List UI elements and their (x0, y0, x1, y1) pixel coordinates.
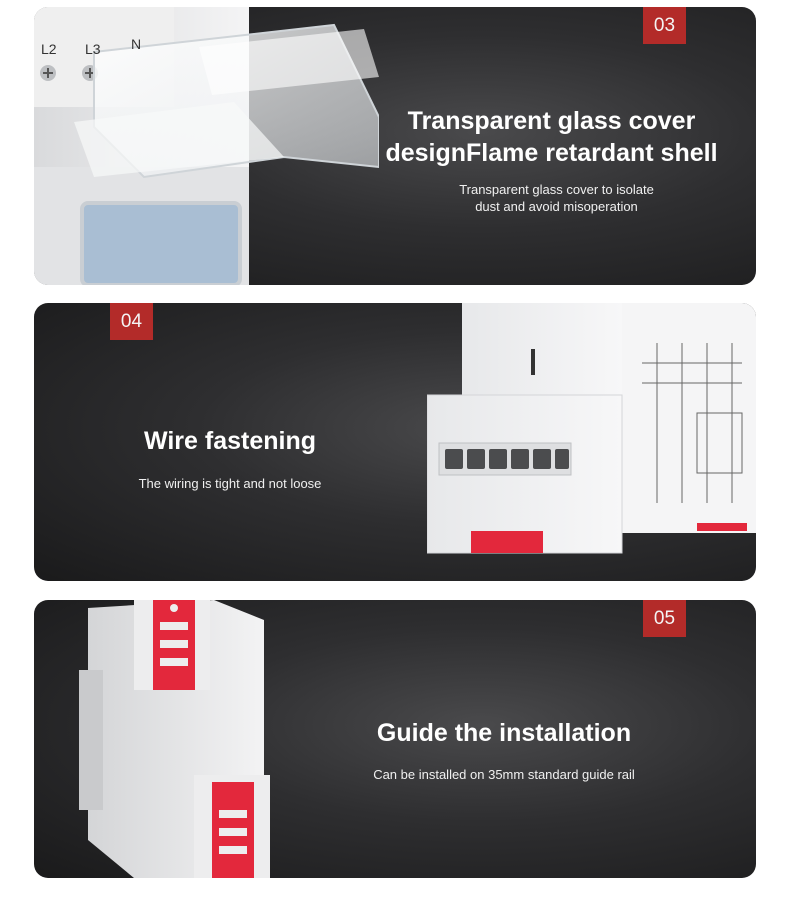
relay-wiring-terminals-image (427, 303, 756, 581)
feature-title: Guide the installation (376, 719, 632, 747)
terminal-label-l2: L2 (41, 41, 57, 57)
relay-with-glass-cover-image (34, 7, 379, 285)
terminal-label-l3: L3 (85, 41, 101, 57)
feature-card-guide-installation: 05 Guide the installation Can be install… (34, 600, 756, 878)
feature-subtitle-line-2: dust and avoid misoperation (475, 199, 638, 214)
feature-number-badge: 04 (110, 303, 153, 340)
feature-subtitle: Can be installed on 35mm standard guide … (373, 767, 635, 782)
feature-card-glass-cover: 03 L2 L3 N Transparent glass cover desig… (34, 7, 756, 285)
feature-card-wire-fastening: 04 Wire fastening The wiring is tight an… (34, 303, 756, 581)
terminal-label-n: N (131, 36, 142, 52)
feature-title: Transparent glass cover designFlame reta… (385, 107, 718, 167)
feature-number-badge: 03 (643, 7, 686, 44)
feature-subtitle: The wiring is tight and not loose (138, 476, 322, 491)
relay-din-rail-clip-image (74, 600, 274, 878)
feature-subtitle-line-1: Transparent glass cover to isolate (459, 182, 654, 197)
feature-number-badge: 05 (643, 600, 686, 637)
feature-title: Wire fastening (143, 427, 317, 455)
